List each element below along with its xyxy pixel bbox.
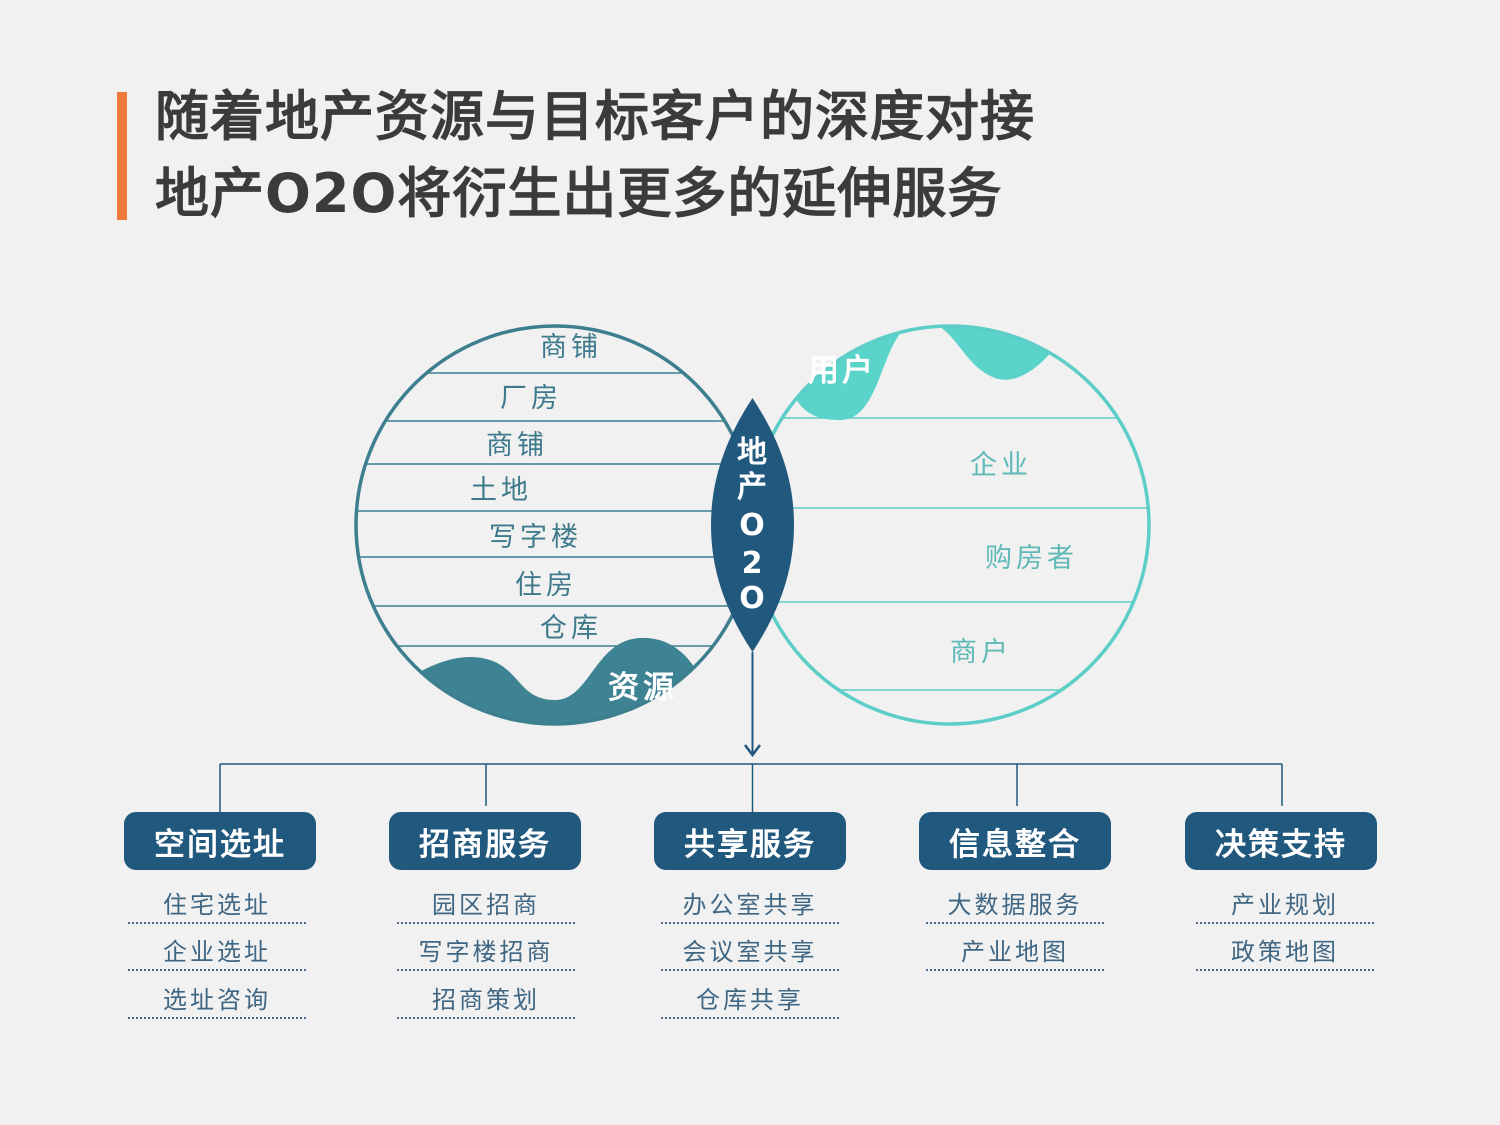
title-accent-bar — [117, 92, 127, 220]
category-decision-support[interactable]: 决策支持 — [1185, 812, 1377, 870]
title-line-1: 随着地产资源与目标客户的深度对接 — [155, 85, 1035, 148]
sub-item: 选址咨询 — [128, 977, 306, 1019]
left-item: 商铺 — [486, 430, 548, 461]
center-char: 2 — [742, 546, 763, 581]
left-item: 住房 — [515, 570, 577, 601]
right-circle-items: 企业 购房者 商户 — [950, 450, 1078, 668]
category-sharing-service[interactable]: 共享服务 — [654, 812, 846, 870]
category-space-selection[interactable]: 空间选址 — [124, 812, 316, 870]
sub-item: 办公室共享 — [661, 882, 839, 924]
right-item: 商户 — [950, 637, 1012, 668]
center-lens — [711, 398, 794, 652]
right-wave-shape — [751, 326, 1149, 420]
right-item: 购房者 — [985, 543, 1078, 574]
left-circle-lines — [356, 372, 754, 647]
left-item: 写字楼 — [489, 522, 582, 553]
down-arrow-head — [744, 744, 761, 758]
right-item: 企业 — [970, 450, 1032, 481]
sub-item: 产业地图 — [926, 929, 1104, 971]
center-char: 地 — [737, 435, 767, 470]
category-info-integration[interactable]: 信息整合 — [919, 812, 1111, 870]
left-wave-shape — [380, 637, 754, 724]
left-item: 厂房 — [500, 383, 562, 414]
sub-item: 政策地图 — [1196, 929, 1374, 971]
sub-item: 园区招商 — [397, 882, 575, 924]
category-investment-service[interactable]: 招商服务 — [389, 812, 581, 870]
sub-item: 会议室共享 — [661, 929, 839, 971]
sub-item: 住宅选址 — [128, 882, 306, 924]
sub-item: 招商策划 — [397, 977, 575, 1019]
connector-tree — [219, 763, 1283, 812]
sub-item: 仓库共享 — [661, 977, 839, 1019]
center-char: O — [739, 581, 765, 616]
center-char: O — [739, 508, 765, 543]
left-item: 商铺 — [540, 332, 602, 363]
left-circle-items: 商铺 厂房 商铺 土地 写字楼 住房 仓库 — [470, 332, 602, 644]
left-item: 土地 — [470, 475, 532, 506]
sub-item: 企业选址 — [128, 929, 306, 971]
center-o2o-text: 地 产 O 2 O — [737, 435, 767, 616]
user-label: 用户 — [808, 353, 876, 389]
sub-item: 大数据服务 — [926, 882, 1104, 924]
resource-label: 资源 — [608, 670, 678, 706]
title-line-2: 地产O2O将衍生出更多的延伸服务 — [155, 162, 1003, 225]
left-item: 仓库 — [540, 613, 602, 644]
center-char: 产 — [737, 470, 767, 505]
sub-item: 产业规划 — [1196, 882, 1374, 924]
sub-item: 写字楼招商 — [397, 929, 575, 971]
